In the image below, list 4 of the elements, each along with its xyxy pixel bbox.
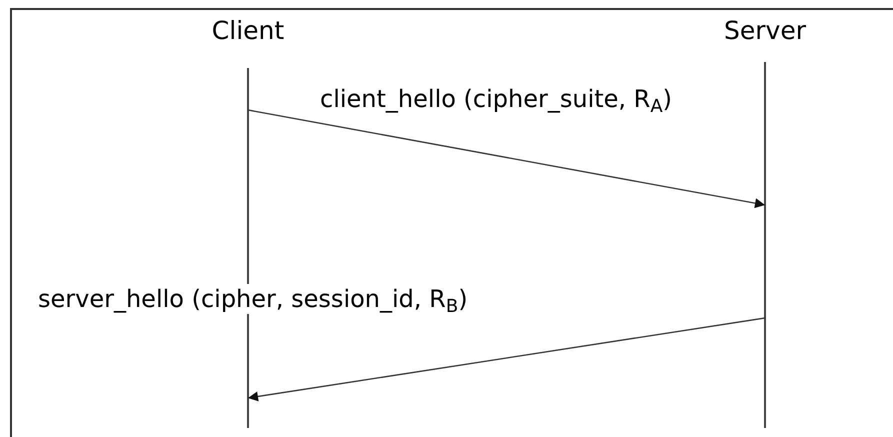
- participant-name: Server: [724, 15, 806, 47]
- message-arrow: [248, 109, 766, 208]
- participant-name: Client: [212, 15, 284, 47]
- message-arrow: [248, 317, 766, 402]
